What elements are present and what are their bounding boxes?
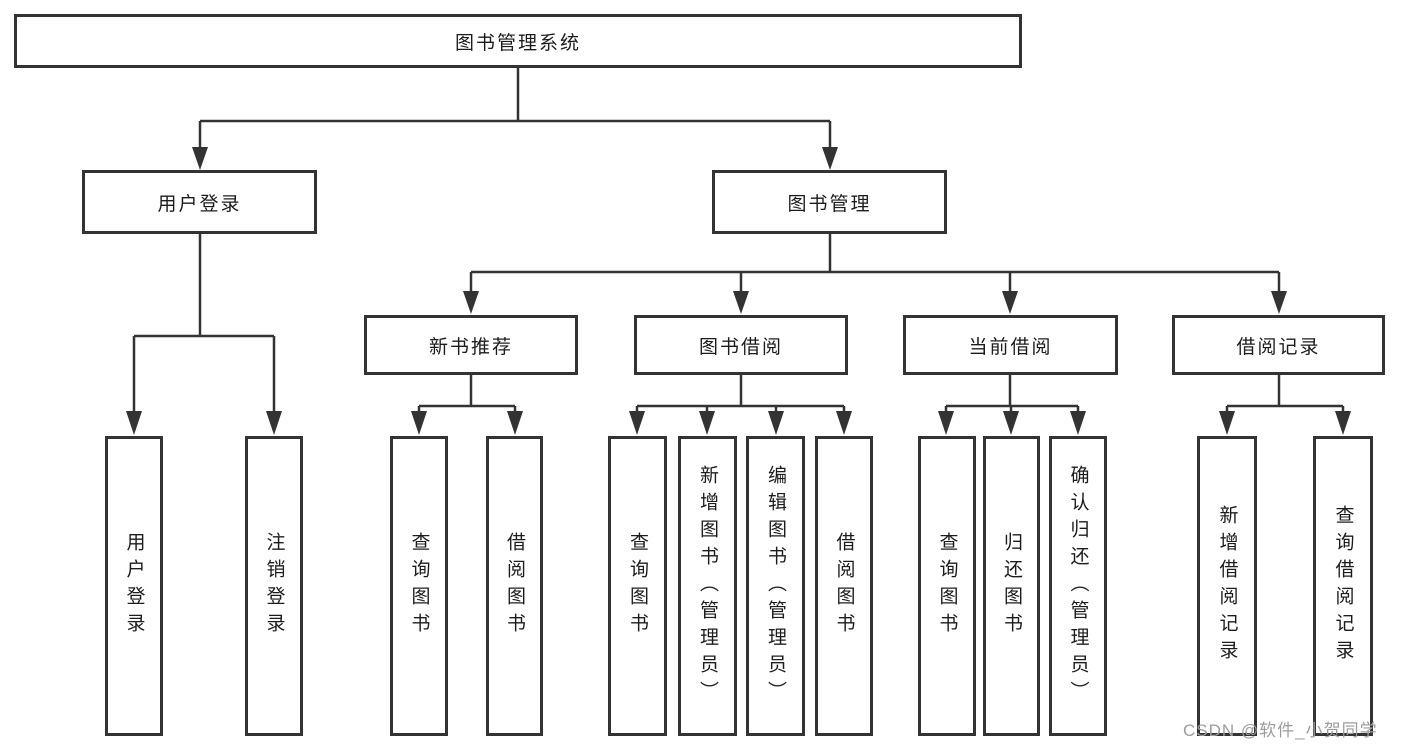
node-current-borrow: 当前借阅 [903,315,1118,375]
node-current-borrow-label: 当前借阅 [968,336,1053,358]
node-user-login: 用户登录 [82,170,317,234]
leaf-add-book-admin: 新增图书（管理员） [678,436,737,736]
leaf-add-borrow-record-label: 新增借阅记录 [1216,505,1238,667]
leaf-query-borrow-record-label: 查询借阅记录 [1332,505,1354,667]
leaf-logout-label: 注销登录 [263,532,285,640]
node-borrow-record: 借阅记录 [1172,315,1385,375]
leaf-logout: 注销登录 [245,436,303,736]
leaf-query-borrow-record: 查询借阅记录 [1313,436,1373,736]
node-root-label: 图书管理系统 [454,32,581,54]
leaf-borrow-book-label: 借阅图书 [833,532,855,640]
leaf-borrow-book-recommend-label: 借阅图书 [504,532,525,640]
leaf-confirm-return-admin: 确认归还（管理员） [1049,436,1107,736]
leaf-borrow-book-recommend: 借阅图书 [486,436,543,736]
leaf-query-book-recommend: 查询图书 [390,436,448,736]
node-new-book-recommend-label: 新书推荐 [428,336,513,358]
node-user-login-label: 用户登录 [157,193,242,215]
node-book-management-label: 图书管理 [787,193,872,215]
leaf-borrow-book: 借阅图书 [815,436,873,736]
node-book-borrow: 图书借阅 [634,315,848,375]
node-borrow-record-label: 借阅记录 [1236,336,1321,358]
leaf-return-book: 归还图书 [983,436,1040,736]
leaf-edit-book-admin-label: 编辑图书（管理员） [765,464,786,708]
leaf-query-book-current: 查询图书 [918,436,976,736]
leaf-query-book-borrow-label: 查询图书 [627,532,648,640]
watermark: CSDN @软件_小贺同学 [1183,721,1378,740]
leaf-add-book-admin-label: 新增图书（管理员） [697,464,718,708]
leaf-edit-book-admin: 编辑图书（管理员） [746,436,805,736]
node-book-management: 图书管理 [712,170,947,234]
node-root: 图书管理系统 [14,14,1022,68]
leaf-user-login: 用户登录 [105,436,163,736]
leaf-query-book-recommend-label: 查询图书 [408,532,430,640]
leaf-query-book-current-label: 查询图书 [936,532,958,640]
leaf-user-login-label: 用户登录 [123,532,145,640]
leaf-return-book-label: 归还图书 [1001,532,1022,640]
node-book-borrow-label: 图书借阅 [698,336,783,358]
leaf-add-borrow-record: 新增借阅记录 [1197,436,1257,736]
leaf-confirm-return-admin-label: 确认归还（管理员） [1067,464,1089,708]
node-new-book-recommend: 新书推荐 [364,315,578,375]
leaf-query-book-borrow: 查询图书 [608,436,667,736]
